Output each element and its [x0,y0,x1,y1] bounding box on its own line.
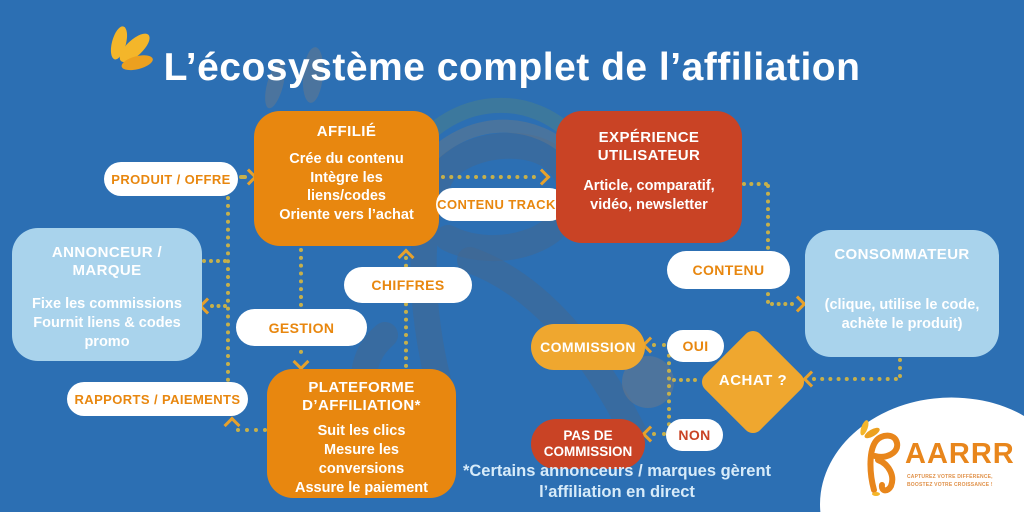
node-affilie: AFFILIÉ Crée du contenu Intègre les lien… [254,111,439,246]
connector-dots [226,196,230,382]
node-annonceur-body-line: Fixe les commissions [32,296,182,313]
arrowhead-right-icon [789,295,807,313]
node-plateforme-body-line: Suit les clics [317,423,406,440]
footnote-line: *Certains annonceurs / marques gèrent [462,462,772,480]
node-contenu-tracke: CONTENU TRACKÉ [436,188,566,221]
connector-dots [404,256,408,368]
connector-dots [667,346,671,434]
splash-icon [110,26,153,71]
node-oui: OUI [667,330,724,362]
node-plateforme-title-line: PLATEFORME [308,379,415,396]
logo-tagline-line: BOOSTEZ VOTRE CROISSANCE ! [907,481,993,488]
node-annonceur-title-line: ANNONCEUR / [51,244,163,261]
connector-dots [770,302,794,306]
watermark-drops [265,47,324,109]
connector-dots [742,182,768,186]
logo-r-icon [867,432,901,496]
node-rapports-paiements: RAPPORTS / PAIEMENTS [67,382,248,416]
connector-dots [766,184,770,304]
node-annonceur-body-line: Fournit liens & codes [33,315,181,332]
connector-dots [812,377,898,381]
connector-dots [652,343,666,347]
node-annonceur-body-line: promo [84,334,130,351]
node-consommateur: CONSOMMATEUR (clique, utilise le code, a… [805,230,999,357]
node-experience-utilisateur: EXPÉRIENCE UTILISATEUR Article, comparat… [556,111,742,243]
node-consommateur-body-line: (clique, utilise le code, [824,296,980,313]
node-chiffres: CHIFFRES [344,267,472,303]
node-affilie-title: AFFILIÉ [316,123,377,140]
node-affilie-line: liens/codes [307,188,386,205]
node-gestion: GESTION [236,309,367,346]
node-contenu: CONTENU [667,251,790,289]
node-annonceur-marque: ANNONCEUR / MARQUE Fixe les commissions … [12,228,202,361]
node-consommateur-title: CONSOMMATEUR [834,246,970,263]
logo-tagline-line: CAPTUREZ VOTRE DIFFÉRENCE, [907,474,993,480]
node-plateforme-affiliation: PLATEFORME D’AFFILIATION* Suit les clics… [267,369,456,498]
node-achat-label: ACHAT ? [718,372,788,389]
connector-dots [236,428,267,432]
node-affilie-line: Intègre les [310,169,383,186]
connector-dots [441,175,536,179]
node-plateforme-title-line: D’AFFILIATION* [302,396,421,414]
connector-dots [299,248,303,354]
node-non: NON [666,419,723,451]
node-produit-offre: PRODUIT / OFFRE [104,162,238,196]
node-affilie-line: Crée du contenu [289,150,404,167]
node-plateforme-body-line: Assure le paiement [295,479,428,496]
connector-dots [898,358,902,378]
arrowhead-down-icon [292,353,310,371]
node-plateforme-body-line: Mesure les [324,442,399,459]
node-experience-body-line: vidéo, newsletter [590,197,708,214]
footnote: *Certains annonceurs / marques gèrent l’… [437,461,797,503]
connector-dots [672,378,697,382]
node-affilie-line: Oriente vers l’achat [279,207,414,224]
logo-wordmark: AARRR [905,438,1015,470]
node-experience-title-line: EXPÉRIENCE [598,129,700,146]
node-experience-title-line: UTILISATEUR [597,146,701,164]
node-plateforme-body-line: conversions [318,461,405,478]
node-pas-de-commission-line: PAS DE [563,427,613,443]
page-title: L’écosystème complet de l’affiliation [163,46,861,89]
node-pas-de-commission-line: COMMISSION [543,444,633,459]
logo-tagline: CAPTUREZ VOTRE DIFFÉRENCE, BOOSTEZ VOTRE… [907,474,993,489]
footnote-line: l’affiliation en direct [539,483,695,502]
node-commission: COMMISSION [531,324,645,370]
connector-dots [652,432,666,436]
node-annonceur-title-line: MARQUE [72,261,142,279]
node-pas-de-commission: PAS DE COMMISSION [531,419,645,469]
logo-splash-icon [860,420,880,439]
node-experience-body-line: Article, comparatif, [583,178,715,195]
node-consommateur-body-line: achète le produit) [841,315,963,332]
connector-dots [239,175,247,179]
connector-dots [210,304,227,308]
connector-dots [202,259,227,263]
